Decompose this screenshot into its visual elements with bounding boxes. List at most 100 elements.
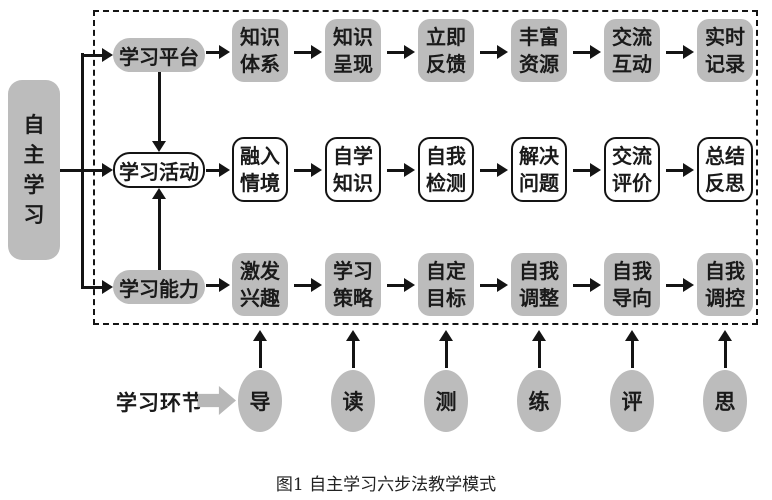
stage-label: 评 xyxy=(621,390,643,414)
step-line: 实时 xyxy=(705,24,745,49)
flow-arrow xyxy=(666,163,694,177)
step-box: 自我 导向 xyxy=(604,253,660,316)
stage-oval: 读 xyxy=(331,370,375,432)
stage-label: 读 xyxy=(342,390,364,414)
step-line: 资源 xyxy=(519,51,559,76)
stage-oval: 思 xyxy=(703,370,747,432)
flow-arrow xyxy=(83,48,113,62)
flow-arrow xyxy=(480,45,508,59)
flow-arrow xyxy=(60,163,113,177)
step-line: 策略 xyxy=(333,285,373,310)
step-line: 自我 xyxy=(519,258,559,283)
figure-caption: 图1 自主学习六步法教学模式 xyxy=(275,475,497,495)
flow-arrow xyxy=(573,45,601,59)
stage-oval: 练 xyxy=(517,370,561,432)
step-box: 总结 反思 xyxy=(697,137,753,202)
flow-arrow xyxy=(480,163,508,177)
step-box: 交流 评价 xyxy=(604,137,660,202)
step-line: 融入 xyxy=(240,143,280,168)
category-box-platform: 学习平台 xyxy=(113,38,205,72)
step-line: 知识 xyxy=(240,24,280,49)
flow-arrow xyxy=(206,163,230,177)
step-line: 自我 xyxy=(426,143,466,168)
flow-arrow xyxy=(294,278,322,292)
flow-arrow xyxy=(294,45,322,59)
flow-arrow xyxy=(294,163,322,177)
step-box: 自学 知识 xyxy=(325,137,381,202)
flow-arrow xyxy=(83,280,113,294)
flow-arrow-down xyxy=(152,72,166,152)
category-label: 学习平台 xyxy=(119,44,199,69)
step-line: 兴趣 xyxy=(240,285,280,310)
flow-arrow-up xyxy=(718,330,732,368)
flow-arrow-up xyxy=(532,330,546,368)
step-line: 情境 xyxy=(240,170,280,195)
step-line: 自学 xyxy=(333,143,373,168)
step-box: 解决 问题 xyxy=(511,137,567,202)
flow-arrow-up xyxy=(625,330,639,368)
step-line: 自定 xyxy=(426,258,466,283)
step-line: 立即 xyxy=(426,24,466,49)
stage-oval: 评 xyxy=(610,370,654,432)
step-line: 总结 xyxy=(705,143,745,168)
stage-oval: 测 xyxy=(424,370,468,432)
step-box: 知识 呈现 xyxy=(325,19,381,82)
flow-arrow-up xyxy=(346,330,360,368)
stage-label: 导 xyxy=(249,390,271,414)
step-box: 自定 目标 xyxy=(418,253,474,316)
step-line: 学习 xyxy=(333,258,373,283)
root-box-label: 自主学习 xyxy=(23,113,45,227)
step-line: 互动 xyxy=(612,51,652,76)
step-line: 导向 xyxy=(612,285,652,310)
step-line: 记录 xyxy=(705,51,745,76)
flow-arrow xyxy=(573,278,601,292)
category-box-activity: 学习活动 xyxy=(113,152,205,188)
step-line: 自我 xyxy=(612,258,652,283)
flow-arrow xyxy=(206,45,230,59)
stage-label: 练 xyxy=(528,390,550,414)
step-line: 目标 xyxy=(426,285,466,310)
stage-label: 思 xyxy=(714,390,736,414)
category-label: 学习能力 xyxy=(119,276,199,301)
step-line: 自我 xyxy=(705,258,745,283)
root-box-autonomous-learning: 自主学习 xyxy=(8,80,60,260)
step-box: 实时 记录 xyxy=(697,19,753,82)
stage-oval: 导 xyxy=(238,370,282,432)
flow-arrow xyxy=(480,278,508,292)
step-box: 交流 互动 xyxy=(604,19,660,82)
step-box: 学习 策略 xyxy=(325,253,381,316)
flow-arrow xyxy=(666,45,694,59)
step-line: 调整 xyxy=(519,285,559,310)
flow-arrow xyxy=(206,278,230,292)
step-box: 知识 体系 xyxy=(232,19,288,82)
step-box: 激发 兴趣 xyxy=(232,253,288,316)
flow-arrow xyxy=(573,163,601,177)
step-line: 激发 xyxy=(240,258,280,283)
step-line: 交流 xyxy=(612,24,652,49)
category-label: 学习活动 xyxy=(119,159,199,184)
step-line: 反馈 xyxy=(426,51,466,76)
dashed-frame xyxy=(93,10,758,325)
flow-arrow-up xyxy=(253,330,267,368)
flow-arrow xyxy=(666,278,694,292)
step-box: 自我 调整 xyxy=(511,253,567,316)
flow-arrow-up xyxy=(152,188,166,270)
step-line: 解决 xyxy=(519,143,559,168)
stages-legend-label: 学习环节 xyxy=(116,391,204,415)
flow-arrow xyxy=(387,45,415,59)
flow-arrow-up xyxy=(439,330,453,368)
flow-arrow xyxy=(387,163,415,177)
step-line: 评价 xyxy=(612,170,652,195)
step-line: 调控 xyxy=(705,285,745,310)
step-line: 丰富 xyxy=(519,24,559,49)
category-box-ability: 学习能力 xyxy=(113,270,205,304)
step-line: 知识 xyxy=(333,170,373,195)
step-line: 体系 xyxy=(240,51,280,76)
step-line: 问题 xyxy=(519,170,559,195)
step-line: 交流 xyxy=(612,143,652,168)
step-line: 知识 xyxy=(333,24,373,49)
step-line: 呈现 xyxy=(333,51,373,76)
flow-arrow xyxy=(387,278,415,292)
step-box: 融入 情境 xyxy=(232,137,288,202)
